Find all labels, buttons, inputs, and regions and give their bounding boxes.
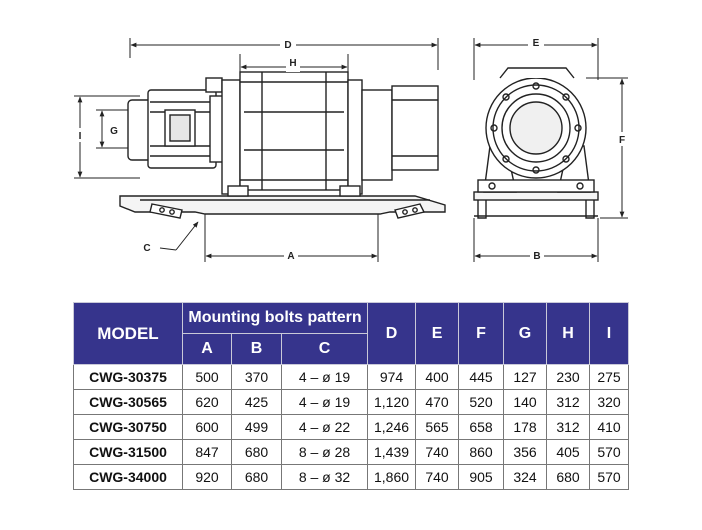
cell-i: 410: [589, 414, 630, 440]
cell-d: 1,439: [367, 439, 417, 465]
winch-spec-table: MODEL Mounting bolts pattern D E F G H I…: [73, 302, 630, 490]
dim-label-c: C: [143, 243, 150, 254]
cell-e: 740: [415, 439, 460, 465]
cell-d: 1,246: [367, 414, 417, 440]
cell-d: 1,120: [367, 389, 417, 415]
cell-e: 740: [415, 464, 460, 490]
cell-a: 500: [182, 364, 232, 390]
cell-a: 620: [182, 389, 232, 415]
header-c: C: [280, 333, 369, 365]
cell-c: 4 – ø 19: [280, 389, 369, 415]
header-mounting-bolts-pattern: Mounting bolts pattern: [181, 302, 369, 334]
cell-c: 4 – ø 19: [280, 364, 369, 390]
dim-label-a: A: [287, 251, 294, 262]
cell-f: 860: [458, 439, 505, 465]
cell-g: 140: [503, 389, 548, 415]
header-d: D: [367, 302, 417, 365]
cell-b: 370: [231, 364, 282, 390]
table-row: CWG-31500 847 680 8 – ø 28 1,439 740 860…: [73, 439, 630, 465]
dimension-labels: D H I G C A E F B: [72, 37, 630, 263]
cell-e: 565: [415, 414, 460, 440]
table-row: CWG-34000 920 680 8 – ø 32 1,860 740 905…: [73, 464, 630, 490]
table-row: CWG-30565 620 425 4 – ø 19 1,120 470 520…: [73, 389, 630, 415]
cell-i: 570: [589, 439, 630, 465]
cell-h: 312: [546, 414, 591, 440]
cell-g: 324: [503, 464, 548, 490]
cell-model: CWG-30750: [73, 414, 183, 440]
cell-a: 847: [182, 439, 232, 465]
cell-h: 405: [546, 439, 591, 465]
dim-label-f: F: [619, 135, 625, 146]
cell-c: 8 – ø 28: [280, 439, 369, 465]
cell-model: CWG-31500: [73, 439, 183, 465]
cell-f: 520: [458, 389, 505, 415]
table-row: CWG-30750 600 499 4 – ø 22 1,246 565 658…: [73, 414, 630, 440]
front-view: [473, 67, 599, 219]
cell-h: 312: [546, 389, 591, 415]
cell-model: CWG-30375: [73, 364, 183, 390]
dim-label-g: G: [110, 126, 118, 137]
cell-e: 400: [415, 364, 460, 390]
cell-model: CWG-30565: [73, 389, 183, 415]
header-h: H: [546, 302, 591, 365]
winch-dimension-drawing: D H I G C A E F B: [72, 37, 630, 263]
side-view: [119, 71, 446, 219]
cell-c: 8 – ø 32: [280, 464, 369, 490]
cell-f: 445: [458, 364, 505, 390]
header-g: G: [503, 302, 548, 365]
table-row: CWG-30375 500 370 4 – ø 19 974 400 445 1…: [73, 364, 630, 390]
cell-a: 920: [182, 464, 232, 490]
cell-e: 470: [415, 389, 460, 415]
cell-b: 499: [231, 414, 282, 440]
dim-label-h: H: [289, 58, 296, 69]
cell-c: 4 – ø 22: [280, 414, 369, 440]
cell-b: 680: [231, 439, 282, 465]
cell-i: 320: [589, 389, 630, 415]
cell-g: 178: [503, 414, 548, 440]
dim-label-e: E: [533, 38, 540, 49]
cell-a: 600: [182, 414, 232, 440]
cell-i: 570: [589, 464, 630, 490]
cell-d: 974: [367, 364, 417, 390]
cell-h: 230: [546, 364, 591, 390]
cell-b: 425: [231, 389, 282, 415]
cell-f: 658: [458, 414, 505, 440]
side-dimension-lines: [74, 38, 439, 262]
cell-b: 680: [231, 464, 282, 490]
cell-model: CWG-34000: [73, 464, 183, 490]
dim-label-b: B: [533, 251, 540, 262]
header-b: B: [231, 333, 282, 365]
front-dimension-lines: [473, 38, 628, 262]
header-e: E: [415, 302, 460, 365]
cell-f: 905: [458, 464, 505, 490]
cell-g: 356: [503, 439, 548, 465]
header-f: F: [458, 302, 505, 365]
cell-d: 1,860: [367, 464, 417, 490]
cell-i: 275: [589, 364, 630, 390]
cell-g: 127: [503, 364, 548, 390]
dim-label-i: I: [79, 131, 82, 142]
header-a: A: [182, 333, 232, 365]
header-model: MODEL: [73, 302, 183, 365]
header-i: I: [589, 302, 630, 365]
cell-h: 680: [546, 464, 591, 490]
dim-label-d: D: [284, 40, 291, 51]
